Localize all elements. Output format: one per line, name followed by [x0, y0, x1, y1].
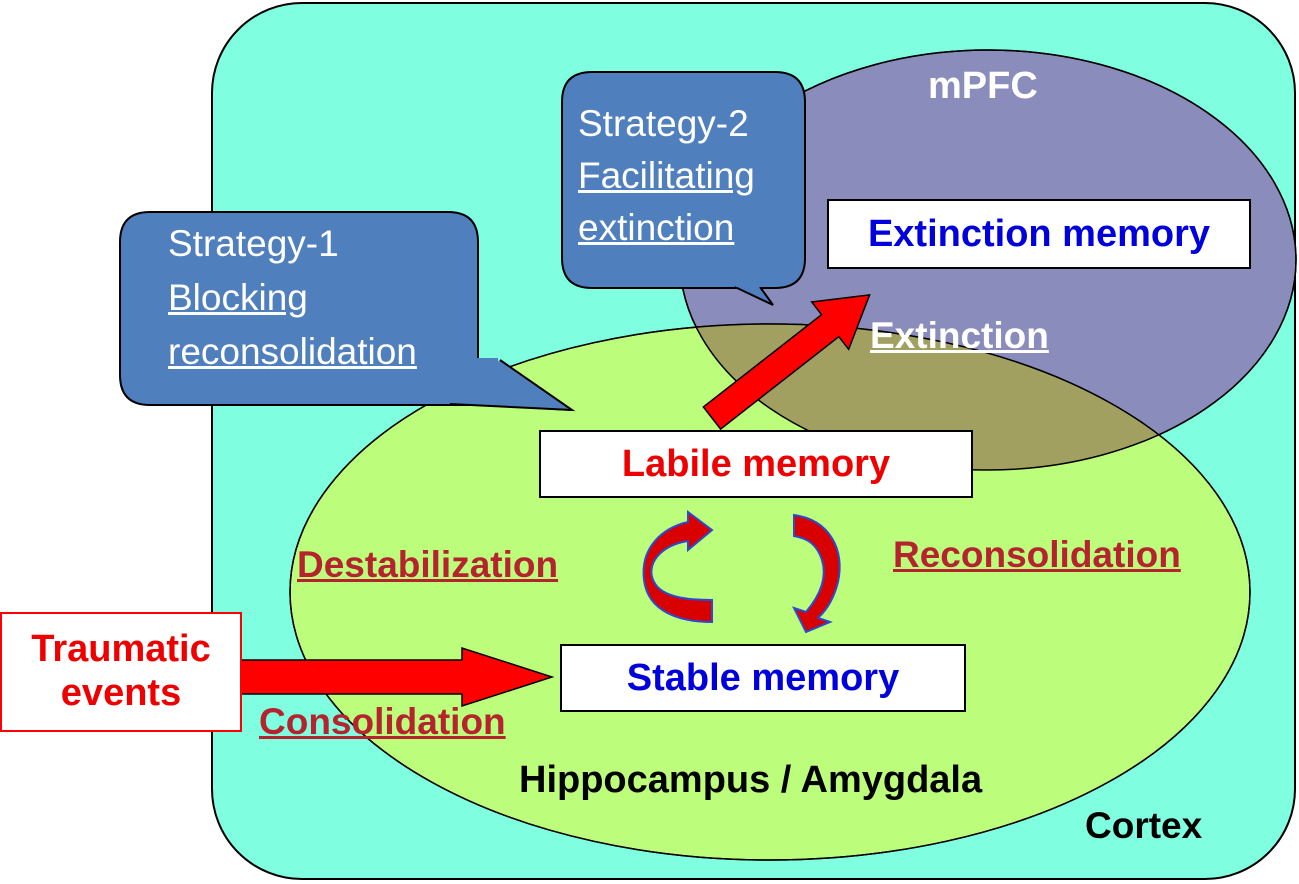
extinction-arrow	[702, 293, 871, 431]
strategy1-line1: Blocking	[168, 277, 308, 318]
extinction-memory-box: Extinction memory	[827, 199, 1251, 269]
strategy2-tail-patch	[736, 280, 764, 287]
overlap-region	[680, 324, 1250, 470]
traumatic-events-line2: events	[60, 672, 182, 714]
strategy1-title: Strategy-1	[168, 223, 339, 264]
strategy2-callout-tail	[734, 286, 774, 306]
consolidation-label: Consolidation	[259, 701, 506, 742]
strategy2-line1: Facilitating	[578, 155, 755, 196]
reconsolidation-curved-arrow	[792, 513, 841, 634]
destabilization-label: Destabilization	[297, 544, 559, 585]
consolidation-arrow	[239, 646, 555, 708]
traumatic-events-line1: Traumatic	[31, 628, 211, 671]
traumatic-events-box: Traumatic events	[0, 612, 242, 732]
strategy1-tail-patch	[452, 358, 498, 403]
cortex-label: Cortex	[1085, 805, 1203, 846]
hippocampus-outline	[289, 323, 1251, 861]
extinction-memory-label: Extinction memory	[867, 212, 1211, 255]
strategy2-callout	[561, 71, 806, 289]
strategy1-line2: reconsolidation	[168, 331, 417, 372]
labile-memory-box: Labile memory	[539, 430, 973, 498]
strategy2-line2: extinction	[578, 207, 735, 248]
destabilization-curved-arrow	[642, 510, 714, 624]
extinction-process-label: Extinction	[870, 315, 1049, 356]
stable-memory-label: Stable memory	[626, 656, 900, 699]
strategy2-title: Strategy-2	[578, 103, 749, 144]
mpfc-label: mPFC	[928, 65, 1038, 107]
stable-memory-box: Stable memory	[560, 644, 966, 712]
reconsolidation-label: Reconsolidation	[893, 534, 1181, 575]
labile-memory-label: Labile memory	[621, 442, 891, 485]
hippocampus-amygdala-label: Hippocampus / Amygdala	[519, 759, 983, 801]
